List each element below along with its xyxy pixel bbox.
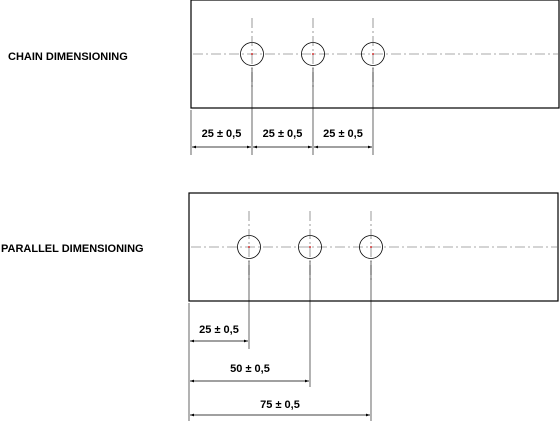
- chain-section: CHAIN DIMENSIONING: [8, 0, 560, 155]
- parallel-section: PARALLEL DIMENSIONING: [1, 192, 559, 421]
- parallel-dim-label-3: 75 ± 0,5: [260, 399, 300, 411]
- chain-plate: [190, 0, 560, 109]
- chain-dim-label-2: 25 ± 0,5: [263, 128, 303, 140]
- parallel-dim-label-1: 25 ± 0,5: [199, 324, 239, 336]
- parallel-dimension-lines: [190, 339, 370, 417]
- parallel-extension-lines: [188, 261, 372, 421]
- parallel-dim-label-2: 50 ± 0,5: [230, 363, 270, 375]
- parallel-plate: [188, 192, 559, 302]
- chain-dim-label-3: 25 ± 0,5: [323, 128, 363, 140]
- parallel-title: PARALLEL DIMENSIONING: [1, 243, 144, 255]
- chain-title: CHAIN DIMENSIONING: [8, 51, 128, 63]
- chain-dim-label-1: 25 ± 0,5: [202, 128, 242, 140]
- chain-extension-lines: [190, 68, 374, 155]
